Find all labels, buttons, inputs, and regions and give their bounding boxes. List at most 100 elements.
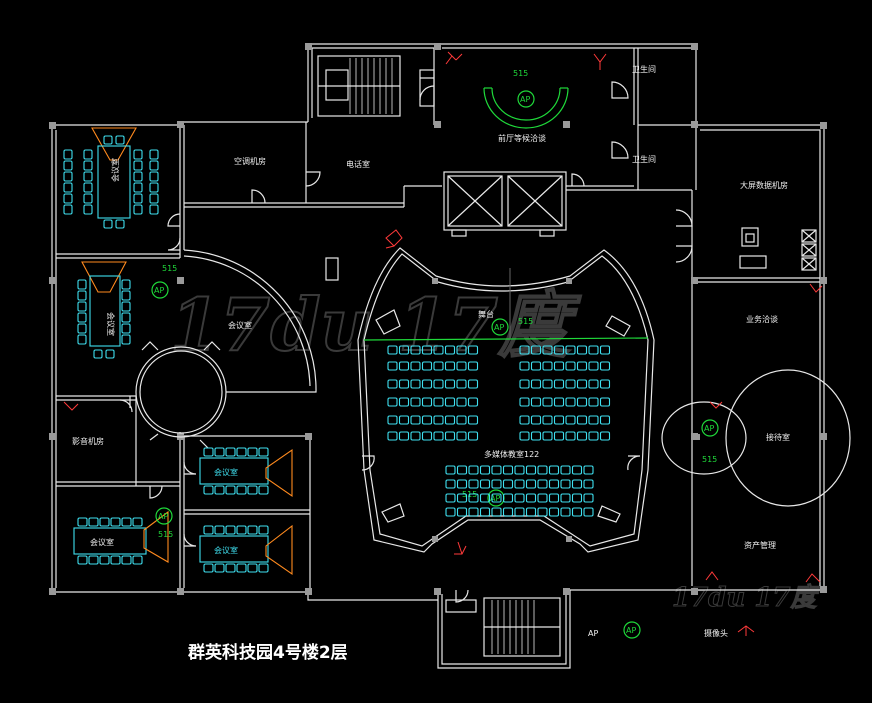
hall-seat bbox=[525, 465, 537, 475]
hall-seat bbox=[398, 415, 410, 425]
chair bbox=[103, 219, 113, 229]
hall-seat bbox=[479, 507, 491, 517]
hall-seat bbox=[565, 415, 576, 425]
reception-desk: AP 515 bbox=[483, 69, 569, 129]
hall-seat bbox=[542, 415, 553, 425]
chair bbox=[149, 182, 159, 193]
chair bbox=[236, 447, 247, 457]
chair bbox=[63, 171, 73, 182]
hall-seat bbox=[479, 465, 491, 475]
hall-seat bbox=[548, 507, 560, 517]
hall-seat bbox=[576, 361, 588, 371]
chair bbox=[149, 160, 159, 171]
chair bbox=[133, 204, 143, 215]
chair bbox=[83, 171, 93, 182]
label-finance: 资产管理 bbox=[744, 540, 776, 550]
hall-seat bbox=[410, 361, 421, 371]
hall-seat bbox=[456, 345, 467, 355]
chair bbox=[225, 525, 236, 535]
ap-label-stage: AP bbox=[494, 323, 504, 332]
chair bbox=[121, 555, 132, 565]
hall-seat bbox=[588, 397, 599, 407]
meeting-room-horizontal-1 bbox=[199, 447, 293, 498]
hall-seat bbox=[542, 431, 553, 441]
chair bbox=[258, 447, 269, 457]
chair bbox=[115, 219, 125, 229]
hall-seat bbox=[519, 397, 530, 407]
hall-seat bbox=[548, 493, 560, 503]
hall-seat bbox=[444, 415, 456, 425]
chair bbox=[225, 563, 236, 573]
hall-seat bbox=[519, 379, 530, 389]
chair bbox=[63, 193, 73, 204]
chair bbox=[258, 485, 269, 495]
hall-seat bbox=[599, 431, 611, 441]
hall-seat bbox=[560, 507, 571, 517]
chair bbox=[203, 563, 214, 573]
chair bbox=[63, 160, 73, 171]
hall-seat bbox=[387, 345, 398, 355]
chair bbox=[77, 312, 87, 323]
ap-code-lobby: 515 bbox=[513, 69, 528, 78]
hall-seat bbox=[588, 361, 599, 371]
hall-seat bbox=[398, 361, 410, 371]
hall-seating bbox=[387, 345, 611, 517]
legend-ap-symbol: AP bbox=[626, 626, 636, 635]
chair bbox=[110, 517, 121, 527]
chair bbox=[93, 349, 103, 359]
chair bbox=[133, 149, 143, 160]
hall-seat bbox=[444, 379, 456, 389]
hall-seat bbox=[548, 465, 560, 475]
hall-seat bbox=[530, 397, 542, 407]
chair bbox=[132, 517, 143, 527]
chair bbox=[121, 279, 131, 290]
hall-seat bbox=[560, 493, 571, 503]
hall-seat bbox=[588, 345, 599, 355]
label-mr-3: 会议室 bbox=[90, 537, 114, 547]
camera-icons bbox=[63, 51, 823, 636]
label-mr-2: 会议室 bbox=[214, 545, 238, 555]
watermark-main: 17du 17度 bbox=[170, 282, 582, 367]
hall-seat bbox=[519, 415, 530, 425]
chair bbox=[236, 485, 247, 495]
hall-seat bbox=[456, 507, 468, 517]
chair bbox=[203, 525, 214, 535]
ap-label-cr2: AP bbox=[154, 286, 164, 295]
hall-seat bbox=[553, 361, 565, 371]
hall-seat bbox=[553, 431, 565, 441]
hall-seat bbox=[576, 431, 588, 441]
hall-seat bbox=[599, 397, 611, 407]
hall-seat bbox=[421, 379, 433, 389]
chair bbox=[203, 447, 214, 457]
hall-seat bbox=[468, 479, 479, 489]
hall-seat bbox=[456, 431, 467, 441]
hall-seat bbox=[456, 479, 468, 489]
chair bbox=[121, 517, 132, 527]
hall-seat bbox=[410, 397, 421, 407]
chair bbox=[105, 349, 115, 359]
hall-seat bbox=[456, 397, 467, 407]
hall-seat bbox=[576, 415, 588, 425]
hall-seat bbox=[537, 479, 548, 489]
label-reception: 接待室 bbox=[766, 432, 790, 442]
hall-seat bbox=[433, 361, 444, 371]
chair bbox=[121, 301, 131, 312]
chair bbox=[121, 312, 131, 323]
conference-table-1 bbox=[63, 127, 159, 229]
hall-seat bbox=[514, 507, 525, 517]
chair bbox=[247, 485, 258, 495]
walls bbox=[51, 43, 825, 669]
hall-seat bbox=[491, 479, 502, 489]
chair bbox=[236, 563, 247, 573]
hall-seat bbox=[599, 361, 611, 371]
hall-seat bbox=[479, 479, 491, 489]
ap-label-hall: AP bbox=[490, 494, 500, 503]
hall-seat bbox=[599, 345, 611, 355]
hall-seat bbox=[502, 465, 514, 475]
hall-seat bbox=[519, 431, 530, 441]
chair bbox=[77, 555, 88, 565]
chair bbox=[121, 334, 131, 345]
hall-seat bbox=[387, 361, 398, 371]
chair bbox=[83, 204, 93, 215]
